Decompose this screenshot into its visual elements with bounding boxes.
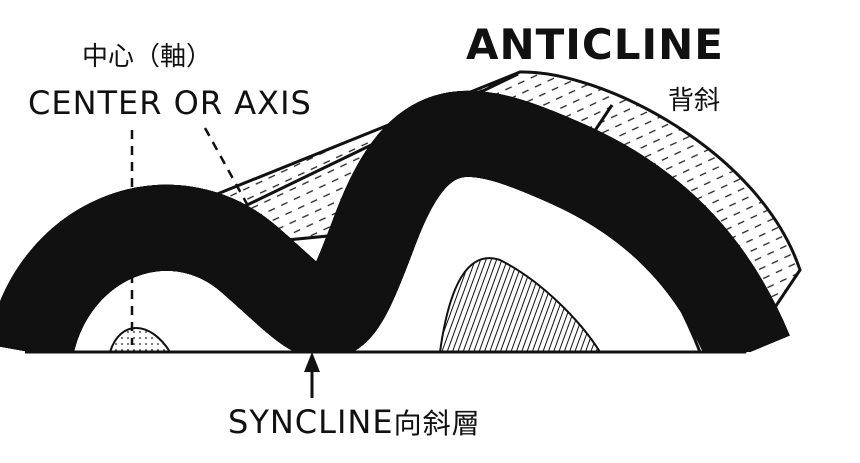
anticline-label: ANTICLINE: [466, 20, 724, 69]
center-label-japanese: 中心（軸）: [82, 42, 213, 72]
axis-dashed-line-right: [203, 127, 302, 301]
syncline-arrow: [304, 352, 320, 398]
anticline-arrow-long: [195, 72, 519, 230]
syncline-label: SYNCLINE向斜層: [228, 402, 481, 442]
rock-layers: [0, 134, 750, 352]
syncline-label-english: SYNCLINE: [228, 403, 394, 441]
syncline-label-japanese: 向斜層: [393, 407, 481, 440]
center-or-axis-label: CENTER OR AXIS: [28, 84, 312, 122]
anticline-arrow-short: [560, 104, 614, 184]
anticline-label-japanese: 背斜: [668, 86, 721, 116]
